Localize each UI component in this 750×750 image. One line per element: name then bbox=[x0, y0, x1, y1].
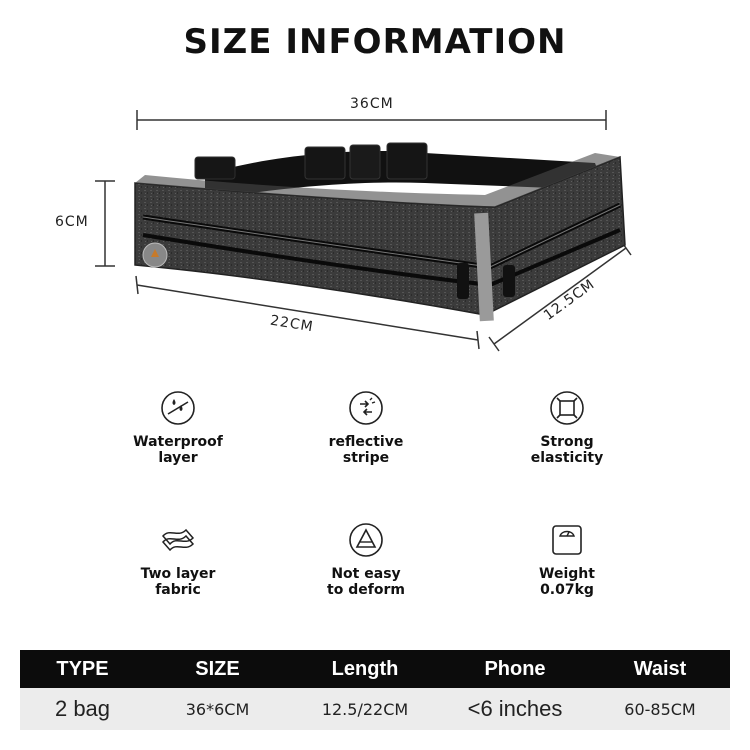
feature-not-deform: Not easy to deform bbox=[286, 522, 446, 598]
feature-label-line2: fabric bbox=[155, 582, 201, 598]
table-header-row: TYPE SIZE Length Phone Waist bbox=[20, 650, 730, 688]
cell-length: 12.5/22CM bbox=[321, 699, 409, 719]
feature-weight: Weight 0.07kg bbox=[487, 522, 647, 598]
waist-bag-image bbox=[134, 142, 626, 322]
header-size: SIZE bbox=[195, 657, 240, 680]
table-row: 2 bag 36*6CM 12.5/22CM <6 inches 60-85CM bbox=[20, 688, 730, 730]
header-phone: Phone bbox=[484, 657, 546, 680]
width-label: 36CM bbox=[350, 96, 394, 112]
feature-label-line1: Two layer bbox=[140, 566, 216, 582]
feature-label-line1: Waterproof bbox=[133, 434, 223, 450]
feature-label-line2: 0.07kg bbox=[540, 582, 594, 598]
feature-two-layer: Two layer fabric bbox=[98, 522, 258, 598]
scale-icon bbox=[552, 525, 582, 555]
feature-label-line2: to deform bbox=[327, 582, 405, 598]
stretch-icon bbox=[550, 391, 584, 425]
fabric-layers-icon bbox=[162, 528, 195, 552]
cell-type: 2 bag bbox=[54, 696, 111, 721]
cell-size: 36*6CM bbox=[185, 699, 250, 719]
feature-label-line2: layer bbox=[158, 450, 198, 466]
reflective-icon bbox=[349, 391, 383, 425]
cell-phone: <6 inches bbox=[467, 696, 563, 721]
feature-label-line2: elasticity bbox=[530, 450, 604, 466]
triangle-icon bbox=[349, 523, 383, 557]
height-label: 6CM bbox=[55, 214, 89, 230]
spec-table: TYPE SIZE Length Phone Waist 2 bag 36*6C… bbox=[20, 650, 730, 730]
feature-label-line1: reflective bbox=[328, 434, 404, 450]
feature-waterproof: Waterproof layer bbox=[98, 390, 258, 466]
feature-elasticity: Strong elasticity bbox=[487, 390, 647, 466]
feature-label-line1: Strong bbox=[540, 434, 594, 450]
water-drop-icon bbox=[161, 391, 195, 425]
feature-label-line1: Not easy bbox=[331, 566, 401, 582]
page-title: SIZE INFORMATION bbox=[183, 22, 567, 62]
dimension-lines bbox=[95, 110, 632, 352]
header-waist: Waist bbox=[633, 657, 687, 680]
feature-reflective: reflective stripe bbox=[286, 390, 446, 466]
feature-label-line2: stripe bbox=[342, 450, 390, 466]
feature-label-line1: Weight bbox=[539, 566, 595, 582]
header-length: Length bbox=[331, 657, 399, 680]
header-type: TYPE bbox=[56, 657, 109, 680]
cell-waist: 60-85CM bbox=[624, 699, 696, 719]
